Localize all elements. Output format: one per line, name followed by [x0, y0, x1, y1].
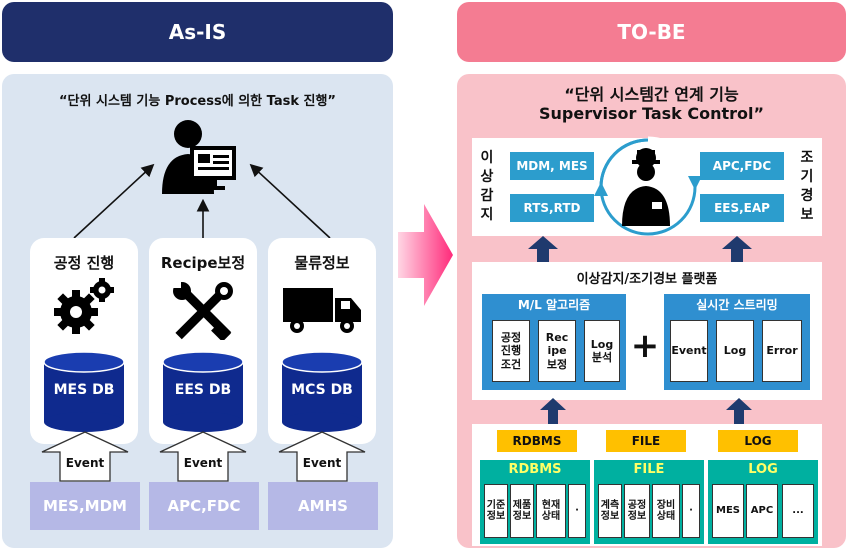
rdbms-item-3-l2: 상태 [541, 511, 561, 522]
ml-item-log-l2: 분석 [591, 351, 613, 364]
source-log-title: LOG [748, 462, 778, 477]
up-arrow-1 [528, 236, 558, 262]
ml-item-process-l1: 공정 [500, 331, 522, 345]
badge-log: LOG [718, 430, 798, 452]
early-warning-label: 조 기 경 보 [796, 142, 818, 232]
event-arrow-3 [278, 431, 366, 482]
event-label-3: Event [302, 456, 342, 470]
box-rts-rtd: RTS,RTD [510, 194, 594, 222]
event-label-2: Event [183, 456, 223, 470]
log-item-mes: MES [712, 484, 744, 538]
plus-sign: + [630, 326, 660, 366]
transition-arrow [398, 204, 453, 306]
tobe-quote-line1: “단위 시스템간 연계 기능 [564, 84, 739, 104]
ml-item-recipe-l3: 보정 [546, 357, 568, 371]
card-logistics-title: 물류정보 [294, 254, 350, 272]
ml-algorithm-title: M/L 알고리즘 [517, 298, 591, 312]
up-arrow-4 [726, 398, 752, 424]
file-item-2-l2: 정보 [627, 511, 647, 522]
file-item-1-l1: 계측 [600, 499, 620, 511]
anomaly-detect-label: 이 상 감 지 [476, 142, 498, 232]
source-amhs: AMHS [268, 482, 378, 530]
rdbms-item-1-l2: 정보 [486, 511, 506, 522]
event-label-1: Event [65, 456, 105, 470]
card-recipe-title: Recipe보정 [160, 254, 246, 272]
file-item-1-l2: 정보 [600, 511, 620, 522]
mes-db-label: MES DB [53, 382, 115, 398]
gears-icon [54, 278, 114, 334]
rdbms-item-3-l1: 현재 [541, 499, 561, 511]
file-item-2-l1: 공정 [627, 499, 647, 511]
up-arrow-3 [540, 398, 566, 424]
truck-icon [283, 288, 361, 333]
warning-char-4: 보 [800, 206, 814, 223]
up-arrow-2 [722, 236, 752, 262]
asis-quote: “단위 시스템 기능 Process에 의한 Task 진행” [59, 93, 336, 109]
anomaly-char-3: 감 [480, 188, 494, 204]
rdbms-item-more: · [568, 484, 586, 538]
box-apc-fdc: APC,FDC [700, 152, 784, 180]
box-mdm-mes: MDM, MES [510, 152, 594, 180]
stream-item-event: Event [670, 320, 708, 382]
warning-char-2: 기 [800, 169, 814, 186]
ees-db-cylinder [163, 352, 243, 432]
ees-db-label: EES DB [174, 382, 232, 398]
mcs-db-label: MCS DB [291, 382, 353, 398]
stream-item-log: Log [716, 320, 754, 382]
anomaly-char-4: 지 [480, 206, 494, 223]
box-ees-eap: EES,EAP [700, 194, 784, 222]
anomaly-char-1: 이 [480, 150, 494, 167]
rdbms-item-2-l1: 제품 [512, 499, 532, 511]
event-arrow-2 [159, 431, 247, 482]
mcs-db-cylinder [282, 352, 362, 432]
warning-char-1: 조 [800, 150, 814, 167]
rdbms-item-2-l2: 정보 [512, 511, 532, 522]
source-apc-fdc: APC,FDC [149, 482, 259, 530]
warning-char-3: 경 [800, 188, 814, 204]
ml-item-recipe: Rec ipe 보정 [538, 320, 576, 382]
ml-item-process-l3: 조건 [500, 357, 522, 371]
tobe-quote: “단위 시스템간 연계 기능 Supervisor Task Control” [457, 80, 846, 128]
rdbms-item-1-l1: 기준 [486, 499, 506, 511]
operator-monitor-icon [162, 120, 236, 194]
stream-item-error: Error [762, 320, 802, 382]
badge-rdbms: RDBMS [497, 430, 577, 452]
anomaly-char-2: 상 [480, 169, 494, 186]
log-item-more: ... [782, 484, 814, 538]
tools-icon [173, 282, 233, 340]
badge-file: FILE [606, 430, 686, 452]
platform-title: 이상감지/조기경보 플랫폼 [576, 272, 718, 287]
asis-header: As-IS [2, 2, 393, 62]
tobe-header-label: TO-BE [617, 20, 686, 44]
tobe-quote-line2: Supervisor Task Control” [538, 104, 765, 123]
asis-header-label: As-IS [168, 20, 227, 44]
ml-item-log-l1: Log [590, 337, 614, 351]
streaming-title: 실시간 스트리밍 [696, 298, 778, 312]
ml-item-recipe-l1: Rec [545, 331, 569, 345]
file-item-3-l1: 장비 [656, 499, 676, 511]
file-item-more: · [682, 484, 700, 538]
card-process-title: 공정 진행 [53, 254, 115, 272]
file-item-3-l2: 상태 [656, 511, 676, 522]
mes-db-cylinder [44, 352, 124, 432]
source-mes-mdm: MES,MDM [30, 482, 140, 530]
event-arrow-1 [41, 431, 129, 482]
source-rdbms-title: RDBMS [508, 462, 562, 477]
ml-item-recipe-l2: ipe [547, 344, 567, 358]
ml-item-process: 공정 진행 조건 [492, 320, 530, 382]
supervisor-cycle-icon [594, 136, 702, 236]
asis-arrows [73, 163, 331, 239]
ml-item-log: Log 분석 [584, 320, 620, 382]
ml-item-process-l2: 진행 [500, 344, 522, 358]
source-file-title: FILE [633, 462, 665, 477]
log-item-apc: APC [746, 484, 778, 538]
tobe-header: TO-BE [457, 2, 846, 62]
